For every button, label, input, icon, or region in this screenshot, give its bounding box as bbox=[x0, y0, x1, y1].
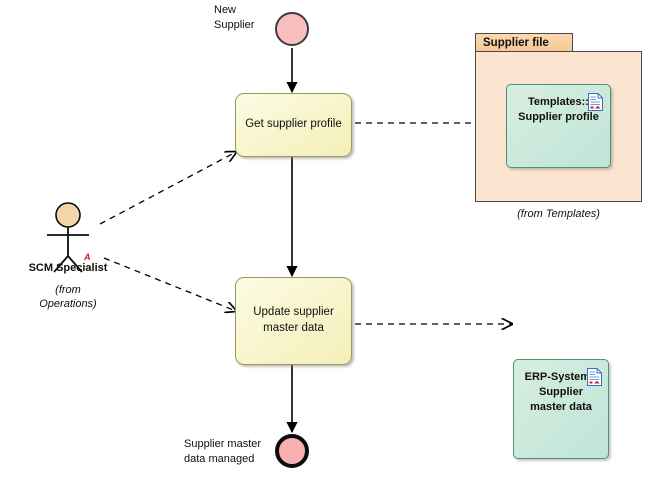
artifact-templates-supplier-profile[interactable]: Templates:: Supplier profile bbox=[506, 84, 611, 168]
activity-update-label-line2: master data bbox=[263, 322, 324, 334]
actor-name-label: SCM Specialist bbox=[28, 262, 108, 274]
end-node-label-line2: data managed bbox=[184, 452, 255, 465]
artifact-templates-line2: Supplier profile bbox=[518, 111, 599, 124]
end-node-label: Supplier master data managed bbox=[184, 437, 261, 467]
start-node-label: New Supplier bbox=[214, 3, 254, 33]
edge-actor-to-update bbox=[103, 257, 236, 311]
document-icon bbox=[587, 368, 602, 386]
actor-from-line1: (from bbox=[55, 284, 81, 296]
end-node[interactable] bbox=[275, 434, 309, 468]
activity-update-supplier-master-data[interactable]: Update supplier master data bbox=[235, 277, 352, 365]
activity-get-supplier-profile[interactable]: Get supplier profile bbox=[235, 93, 352, 157]
actor-stick-figure bbox=[47, 202, 89, 273]
start-node-label-line1: New bbox=[214, 4, 237, 16]
artifact-erp-line3: master data bbox=[530, 401, 592, 414]
artifact-erp-line2: Supplier bbox=[538, 386, 583, 399]
document-icon bbox=[588, 93, 603, 111]
package-tab-supplier-file[interactable]: Supplier file bbox=[475, 33, 573, 51]
artifact-templates-line1: Templates:: bbox=[528, 96, 589, 108]
edge-actor-to-get-profile bbox=[99, 152, 236, 225]
actor-marker-icon: A bbox=[84, 252, 91, 262]
artifact-erp-system-supplier-master-data[interactable]: ERP-System:: Supplier master data bbox=[513, 359, 609, 459]
activity-update-label-line1: Update supplier bbox=[253, 306, 334, 319]
start-node[interactable] bbox=[275, 12, 309, 46]
package-caption-label: (from Templates) bbox=[517, 208, 600, 220]
artifact-templates-label: Templates:: Supplier profile bbox=[507, 95, 610, 125]
end-node-label-line1: Supplier master bbox=[184, 438, 262, 450]
artifact-erp-line1: ERP-System:: bbox=[524, 371, 598, 383]
start-node-label-line2: Supplier bbox=[214, 18, 255, 31]
package-title-label: Supplier file bbox=[483, 36, 549, 49]
activity-update-supplier-master-data-label: Update supplier master data bbox=[253, 305, 334, 336]
actor-from-label: (from Operations) bbox=[8, 283, 128, 312]
activity-get-supplier-profile-label: Get supplier profile bbox=[245, 118, 342, 131]
actor-from-line2: Operations) bbox=[39, 298, 97, 311]
artifact-erp-label: ERP-System:: Supplier master data bbox=[514, 370, 608, 416]
